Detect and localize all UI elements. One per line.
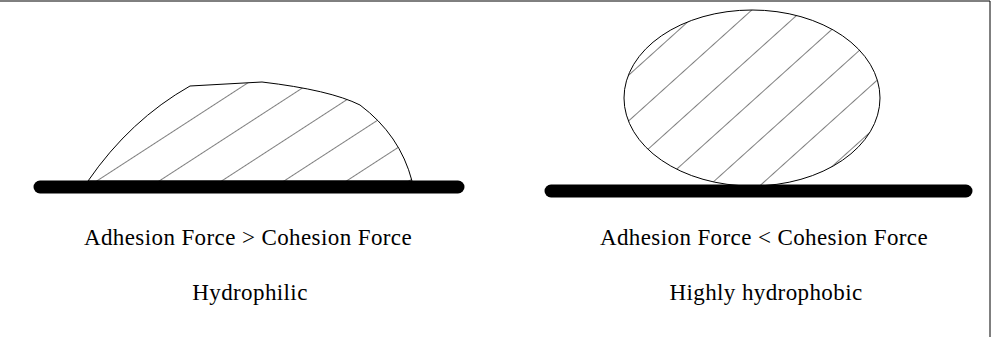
wetting-label: Highly hydrophobic xyxy=(669,279,862,307)
frame-line xyxy=(990,1,991,337)
surface-bar xyxy=(551,185,966,198)
force-relation-label: Adhesion Force > Cohesion Force xyxy=(84,224,412,252)
surface-bar xyxy=(40,181,458,194)
spread-droplet xyxy=(88,82,412,181)
frame-line xyxy=(0,1,990,2)
bead-droplet xyxy=(624,10,880,186)
force-relation-label: Adhesion Force < Cohesion Force xyxy=(600,224,928,252)
wetting-label: Hydrophilic xyxy=(192,279,308,307)
